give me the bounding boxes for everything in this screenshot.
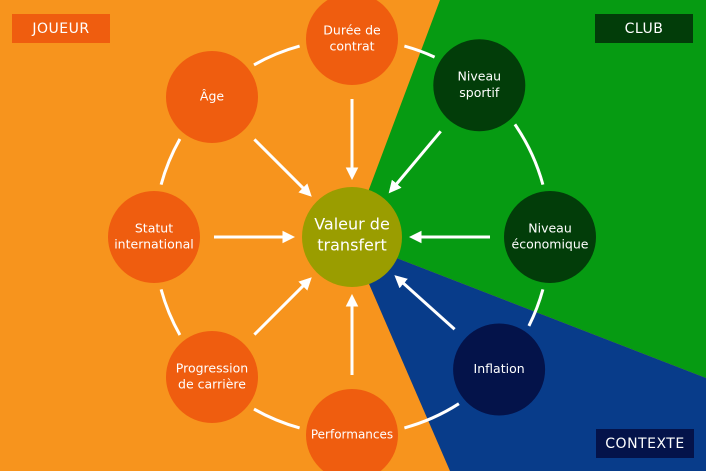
ring-segment [404,44,436,59]
arrow-niveau-sportif [388,130,442,194]
node-progression-de-carriere: Progression de carrière [166,331,258,423]
node-circle [306,0,398,85]
center-label-line-1: Valeur de [314,215,390,234]
node-niveau-economique: Niveau économique [504,191,596,283]
arrow-inflation [394,275,456,331]
node-statut-international: Statut international [108,191,200,283]
ring-segment [253,44,300,67]
node-label: international [114,237,194,252]
ring-segment [527,289,545,327]
node-circle [433,39,526,132]
node-label: sportif [459,85,500,100]
node-label: économique [512,237,589,252]
center-node-valeur-de-transfert: Valeur de transfert [302,187,402,287]
node-performances: Performances [306,389,398,471]
arrow-progression-de-carriere [253,277,312,336]
node-label: Niveau [458,69,502,84]
ring-segment [159,138,182,185]
node-circle [166,51,258,143]
node-label: Progression [176,360,248,375]
node-inflation: Inflation [453,323,546,416]
node-age: Âge [166,51,258,143]
connection-ring [159,44,545,430]
arrow-age [253,138,312,197]
node-label: Performances [311,428,393,442]
node-label: Statut [135,220,173,235]
region-tag-joueur: JOUEUR [12,14,110,43]
node-circle [453,323,546,416]
node-label: Inflation [474,361,525,376]
node-circle [108,191,200,283]
ring-segment [159,289,182,336]
node-circle [166,331,258,423]
region-tag-club: CLUB [595,14,693,43]
arrows [214,99,490,375]
ring-segment [513,123,545,185]
node-label: Âge [200,89,224,104]
ring-segment [253,407,300,430]
node-duree-de-contrat: Durée de contrat [306,0,398,85]
center-label-line-2: transfert [317,236,386,255]
ring-segment [404,402,460,430]
node-label: Niveau [528,220,572,235]
node-label: Durée de [323,22,381,37]
region-tag-contexte: CONTEXTE [596,429,694,458]
node-label: de carrière [178,377,246,392]
node-circle [504,191,596,283]
node-circle [306,389,398,471]
node-label: contrat [329,39,374,54]
